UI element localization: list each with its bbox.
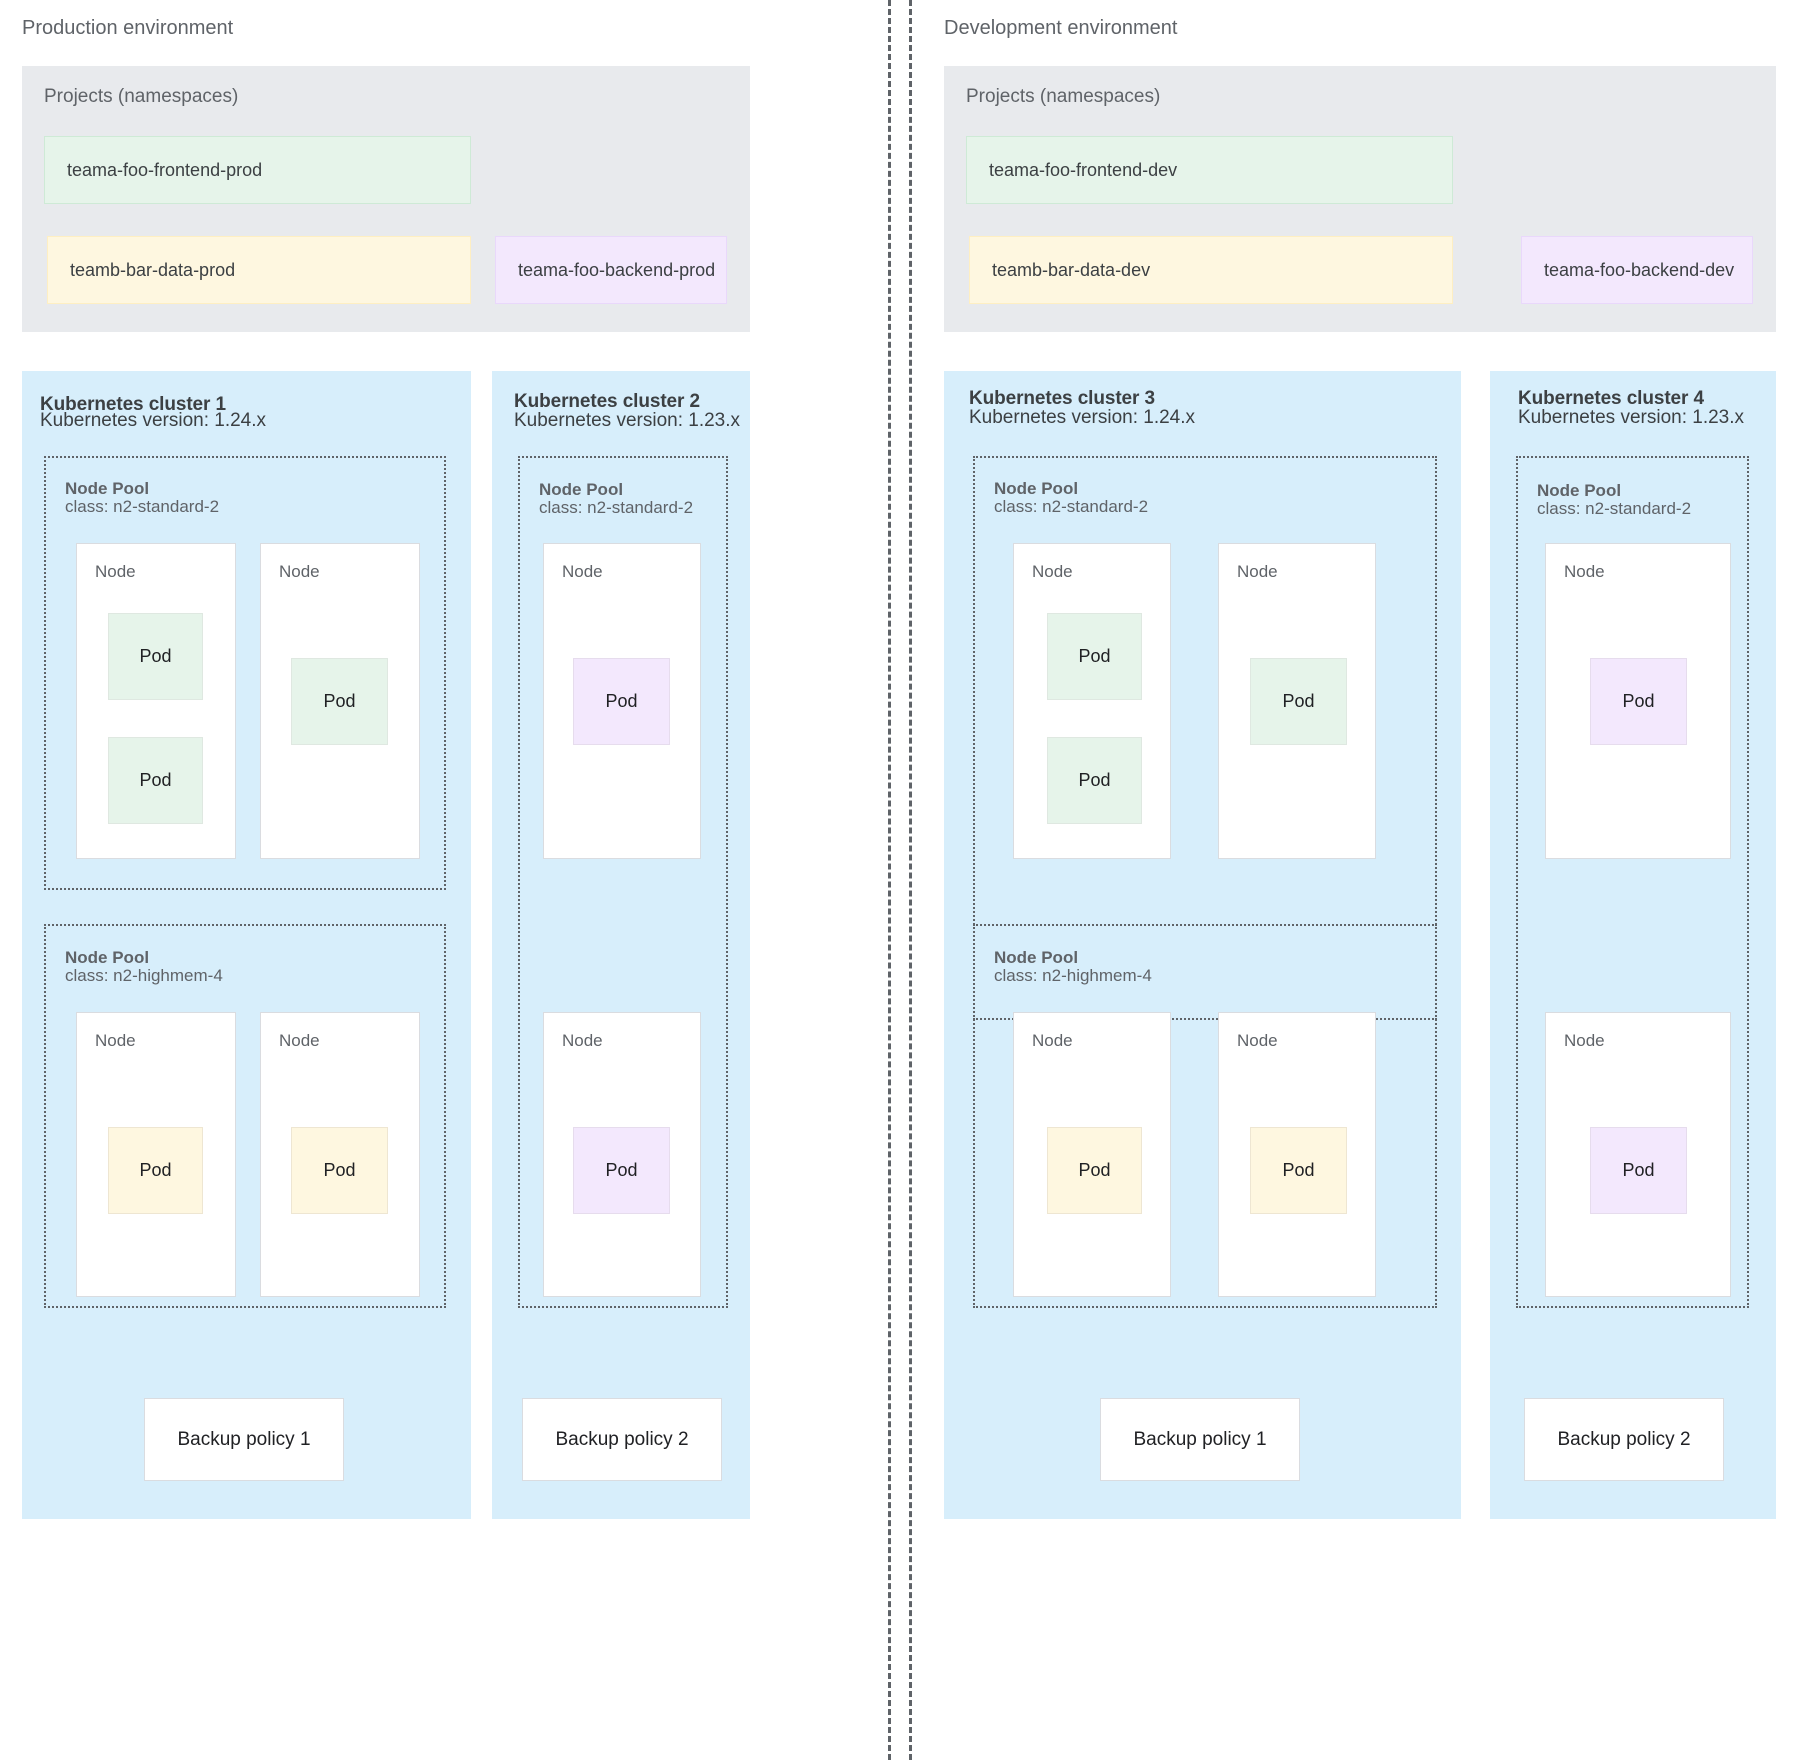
environment-divider-right — [909, 0, 912, 1760]
node-pool — [973, 456, 1437, 1020]
namespace-box[interactable]: teama-foo-frontend-dev — [966, 136, 1453, 204]
node-label: Node — [279, 1031, 320, 1050]
node-label: Node — [95, 1031, 136, 1050]
node-pool-title: Node Pool — [65, 948, 150, 967]
backup-policy-box[interactable]: Backup policy 2 — [522, 1398, 722, 1481]
namespace-box[interactable]: teama-foo-frontend-prod — [44, 136, 471, 204]
node-label: Node — [1564, 562, 1605, 581]
node-label: Node — [562, 562, 603, 581]
node-pool-title: Node Pool — [994, 948, 1079, 967]
node-pool-class: class: n2-standard-2 — [994, 497, 1149, 516]
cluster-version: Kubernetes version: 1.24.x — [969, 407, 1196, 428]
node-label: Node — [1237, 1031, 1278, 1050]
node-pool-class: class: n2-highmem-4 — [994, 966, 1152, 985]
pod-box[interactable]: Pod — [573, 658, 670, 745]
pod-box[interactable]: Pod — [291, 658, 388, 745]
pod-box[interactable]: Pod — [291, 1127, 388, 1214]
cluster-title: Kubernetes cluster 4 — [1518, 388, 1704, 409]
cluster-title: Kubernetes cluster 1 — [40, 394, 226, 415]
node-pool-title: Node Pool — [539, 480, 624, 499]
node-pool — [44, 924, 446, 1308]
node-label: Node — [1032, 1031, 1073, 1050]
pod-box[interactable]: Pod — [108, 737, 203, 824]
cluster-version: Kubernetes version: 1.23.x — [1518, 407, 1745, 428]
node-pool — [44, 456, 446, 890]
pod-box[interactable]: Pod — [1250, 1127, 1347, 1214]
projects-label-production: Projects (namespaces) — [44, 86, 239, 107]
node-pool-class: class: n2-standard-2 — [539, 498, 694, 517]
namespace-box[interactable]: teamb-bar-data-prod — [47, 236, 471, 304]
node-label: Node — [562, 1031, 603, 1050]
pod-box[interactable]: Pod — [108, 1127, 203, 1214]
node-pool — [1516, 456, 1749, 1308]
node-pool-title: Node Pool — [1537, 481, 1622, 500]
node-label: Node — [1237, 562, 1278, 581]
node-pool — [518, 456, 728, 1308]
namespace-box[interactable]: teama-foo-backend-prod — [495, 236, 727, 304]
backup-policy-box[interactable]: Backup policy 2 — [1524, 1398, 1724, 1481]
environment-divider-left — [888, 0, 891, 1760]
node-pool-title: Node Pool — [65, 479, 150, 498]
node-pool-class: class: n2-standard-2 — [65, 497, 220, 516]
pod-box[interactable]: Pod — [1590, 658, 1687, 745]
env-title-production: Production environment — [22, 17, 234, 39]
namespace-box[interactable]: teamb-bar-data-dev — [969, 236, 1453, 304]
pod-box[interactable]: Pod — [1047, 737, 1142, 824]
node-pool-title: Node Pool — [994, 479, 1079, 498]
node-label: Node — [1032, 562, 1073, 581]
node-pool — [973, 924, 1437, 1308]
pod-box[interactable]: Pod — [108, 613, 203, 700]
pod-box[interactable]: Pod — [1590, 1127, 1687, 1214]
cluster-title: Kubernetes cluster 2 — [514, 391, 700, 412]
backup-policy-box[interactable]: Backup policy 1 — [1100, 1398, 1300, 1481]
pod-box[interactable]: Pod — [1047, 613, 1142, 700]
backup-policy-box[interactable]: Backup policy 1 — [144, 1398, 344, 1481]
node-label: Node — [279, 562, 320, 581]
env-title-development: Development environment — [944, 17, 1178, 39]
cluster-version: Kubernetes version: 1.23.x — [514, 410, 741, 431]
cluster-version: Kubernetes version: 1.24.x — [40, 410, 267, 431]
projects-panel-production: Projects (namespaces) teama-foo-frontend… — [22, 66, 750, 332]
node-pool-class: class: n2-standard-2 — [1537, 499, 1692, 518]
cluster-title: Kubernetes cluster 3 — [969, 388, 1155, 409]
node-pool-class: class: n2-highmem-4 — [65, 966, 223, 985]
pod-box[interactable]: Pod — [573, 1127, 670, 1214]
pod-box[interactable]: Pod — [1047, 1127, 1142, 1214]
namespace-box[interactable]: teama-foo-backend-dev — [1521, 236, 1753, 304]
pod-box[interactable]: Pod — [1250, 658, 1347, 745]
node-label: Node — [95, 562, 136, 581]
node-label: Node — [1564, 1031, 1605, 1050]
projects-label-development: Projects (namespaces) — [966, 86, 1161, 107]
projects-panel-development: Projects (namespaces) teama-foo-frontend… — [944, 66, 1776, 332]
